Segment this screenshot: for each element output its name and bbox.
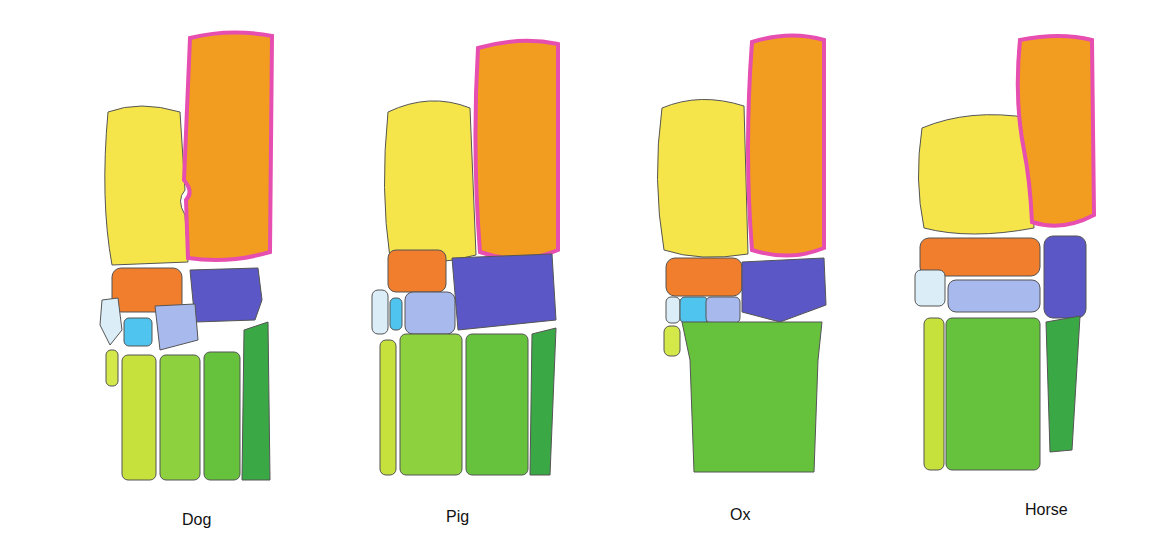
species-label: Pig (446, 508, 469, 526)
species-label: Dog (182, 511, 211, 529)
species-label: Ox (730, 506, 750, 524)
species-label: Horse (1025, 501, 1068, 519)
